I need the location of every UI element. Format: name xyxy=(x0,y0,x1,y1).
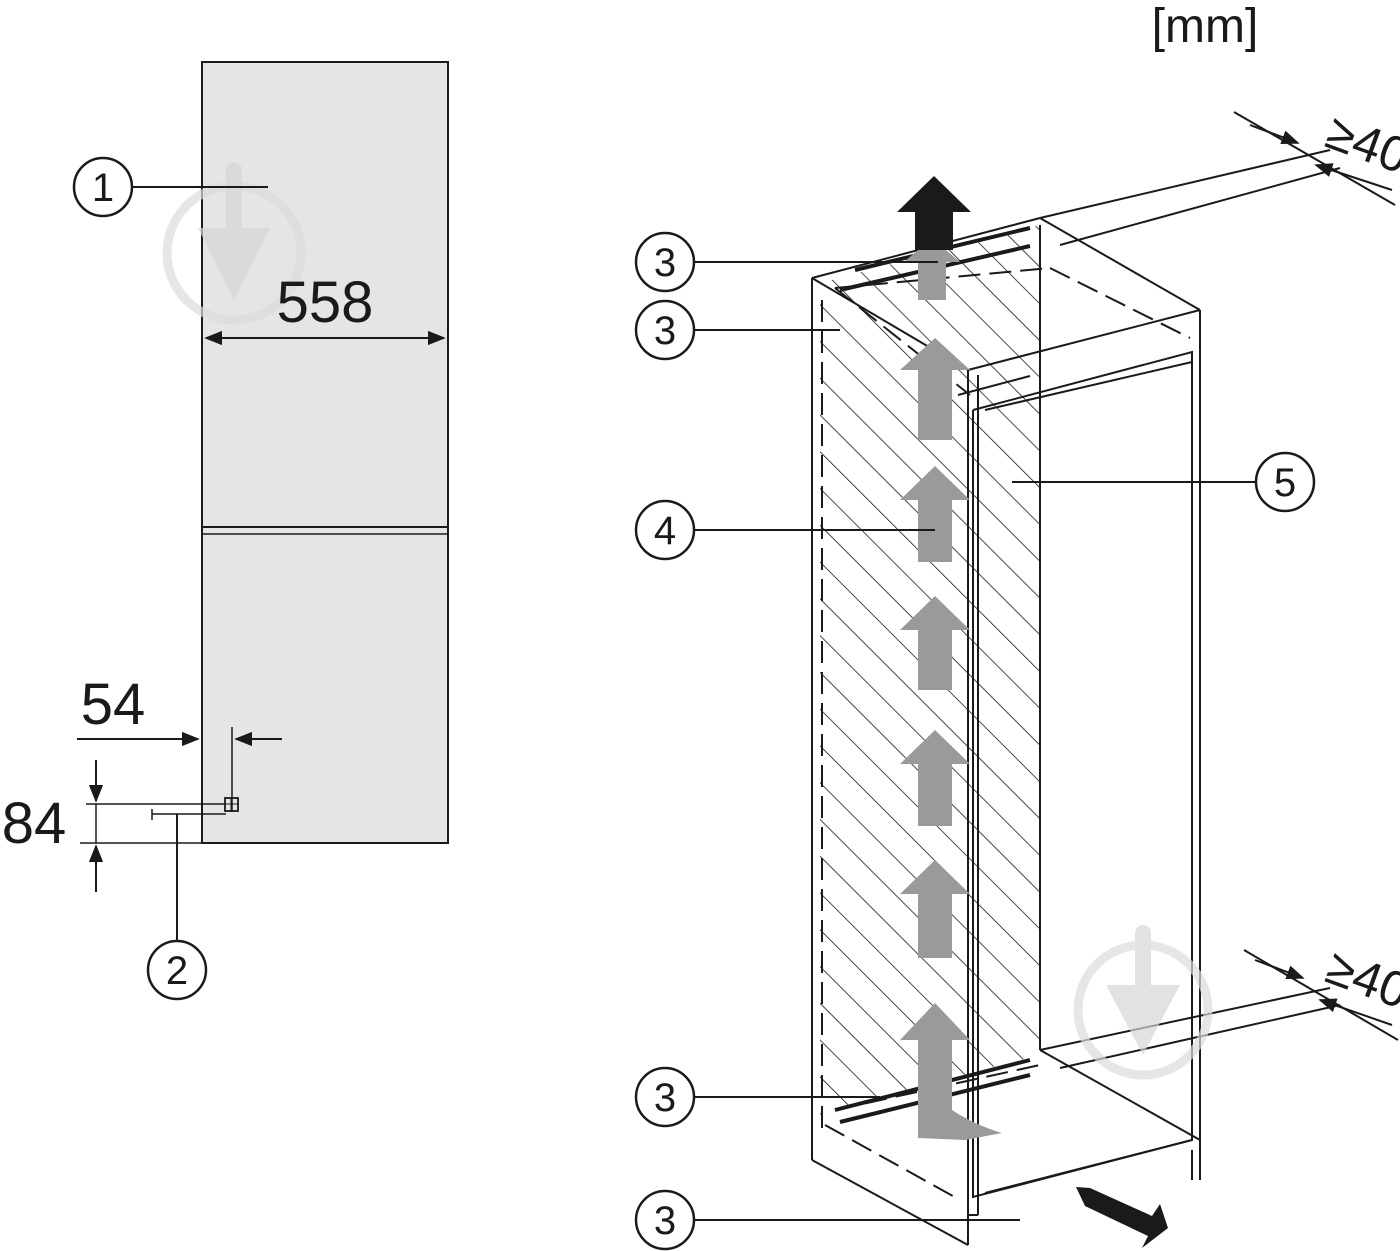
callout-3b-circle xyxy=(634,299,696,361)
front-view: 558 1 54 84 2 xyxy=(2,61,449,1001)
callout-3c-circle xyxy=(634,1066,696,1128)
callout-3b-label: 3 xyxy=(654,309,676,353)
isometric-view: [mm] xyxy=(634,0,1400,1251)
bottom-offset-label: 84 xyxy=(2,791,67,856)
side-offset-label: 54 xyxy=(81,672,146,737)
width-dimension-label: 558 xyxy=(277,270,374,335)
callout-1-label: 1 xyxy=(92,166,114,210)
airflow-arrows xyxy=(900,238,1002,1140)
callout-5-circle xyxy=(1254,451,1316,513)
watermark-logo-icon-2 xyxy=(1073,925,1213,1080)
unit-label: [mm] xyxy=(1152,0,1259,53)
callout-3c-label: 3 xyxy=(654,1076,676,1120)
callout-3d-label: 3 xyxy=(654,1199,676,1243)
callout-1-circle xyxy=(72,156,134,218)
intake-arrow xyxy=(1076,1187,1168,1248)
callout-3d-circle xyxy=(634,1189,696,1251)
callout-3a-circle xyxy=(634,231,696,293)
callout-5-label: 5 xyxy=(1274,461,1296,505)
callout-3a-label: 3 xyxy=(654,241,676,285)
rear-gap-top-label: ≥40 xyxy=(1319,104,1400,185)
callout-4-circle xyxy=(634,499,696,561)
callout-2-label: 2 xyxy=(166,949,188,993)
exhaust-arrow xyxy=(897,176,971,250)
callout-4-label: 4 xyxy=(654,509,676,553)
callout-2-circle xyxy=(146,939,208,1001)
appliance-front-panel xyxy=(201,61,449,844)
